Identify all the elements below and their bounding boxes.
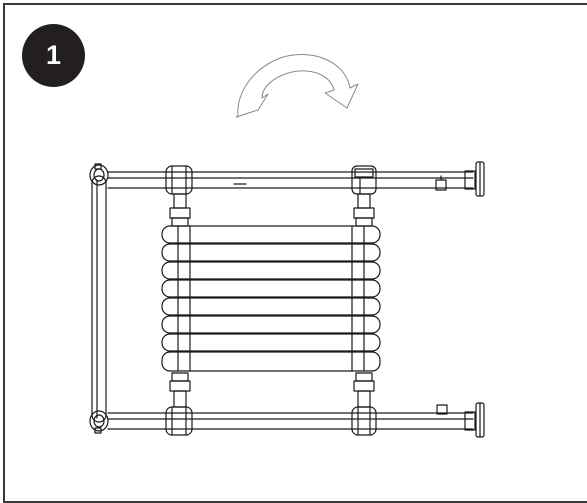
top-rail bbox=[108, 162, 484, 196]
fin-5 bbox=[162, 298, 380, 315]
lower-left-connector bbox=[170, 373, 190, 407]
rotate-arrow-icon bbox=[236, 55, 358, 117]
fin-8 bbox=[162, 352, 380, 371]
step-number-badge: 1 bbox=[22, 24, 85, 87]
fin-6 bbox=[162, 316, 380, 333]
left-vertical-rail bbox=[90, 164, 108, 433]
fin-1 bbox=[162, 226, 380, 243]
upper-right-connector bbox=[354, 194, 374, 226]
upper-left-connector bbox=[170, 194, 190, 226]
step-number: 1 bbox=[45, 40, 62, 70]
fin-4 bbox=[162, 280, 380, 297]
bottom-rail bbox=[108, 403, 484, 437]
instruction-panel bbox=[3, 3, 587, 503]
fin-2 bbox=[162, 244, 380, 261]
fin-7 bbox=[162, 334, 380, 351]
radiator-fins bbox=[162, 226, 380, 371]
fin-3 bbox=[162, 262, 380, 279]
lower-right-connector bbox=[354, 373, 374, 407]
